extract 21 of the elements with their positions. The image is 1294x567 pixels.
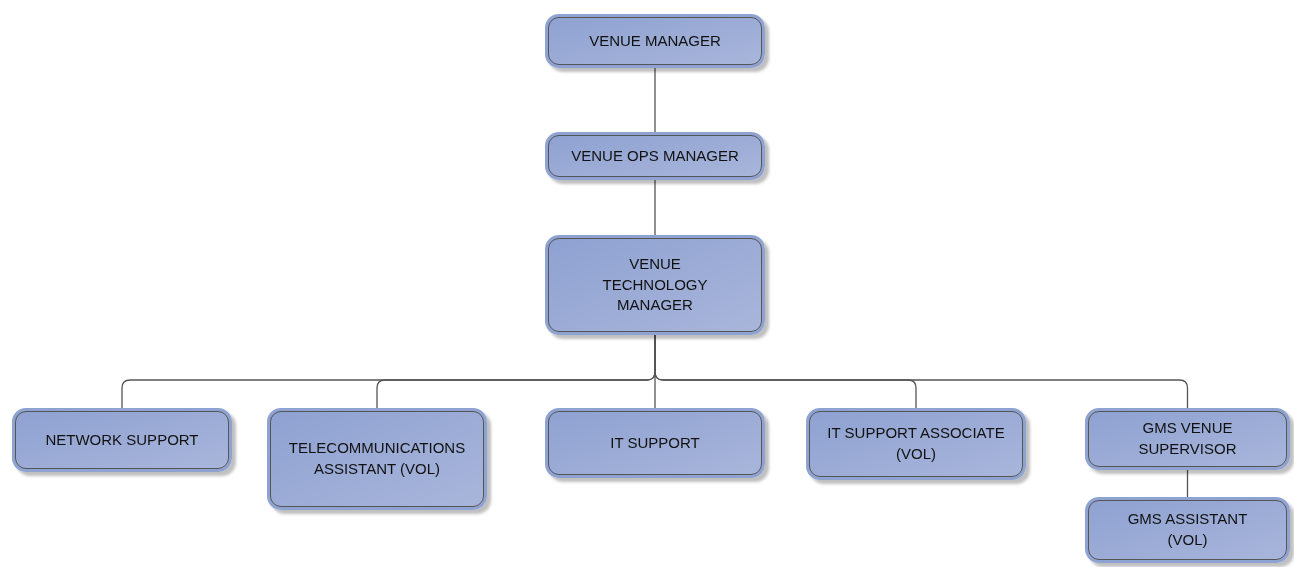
role-box	[806, 408, 1026, 480]
role-title: VENUE TECHNOLOGY MANAGER	[601, 254, 709, 316]
role-title: VENUE MANAGER	[589, 30, 721, 51]
role-title: NETWORK SUPPORT	[45, 429, 199, 450]
role-box	[545, 132, 765, 180]
role-box	[1085, 408, 1290, 470]
role-title: TELECOMMUNICATIONS ASSISTANT (VOL)	[287, 438, 467, 479]
role-box	[12, 408, 232, 472]
role-box	[267, 408, 487, 510]
role-title: IT SUPPORT	[610, 432, 700, 453]
role-box	[545, 235, 765, 335]
connector-line	[654, 179, 656, 236]
role-title: GMS VENUE SUPERVISOR	[1137, 418, 1238, 459]
role-box	[545, 14, 765, 68]
role-title: IT SUPPORT ASSOCIATE (VOL)	[826, 423, 1006, 464]
connector-line	[1186, 469, 1189, 498]
connector-line	[654, 67, 656, 133]
role-box	[1085, 497, 1290, 563]
role-box	[545, 408, 765, 478]
role-title: GMS ASSISTANT (VOL)	[1126, 509, 1249, 550]
role-title: VENUE OPS MANAGER	[571, 145, 739, 166]
